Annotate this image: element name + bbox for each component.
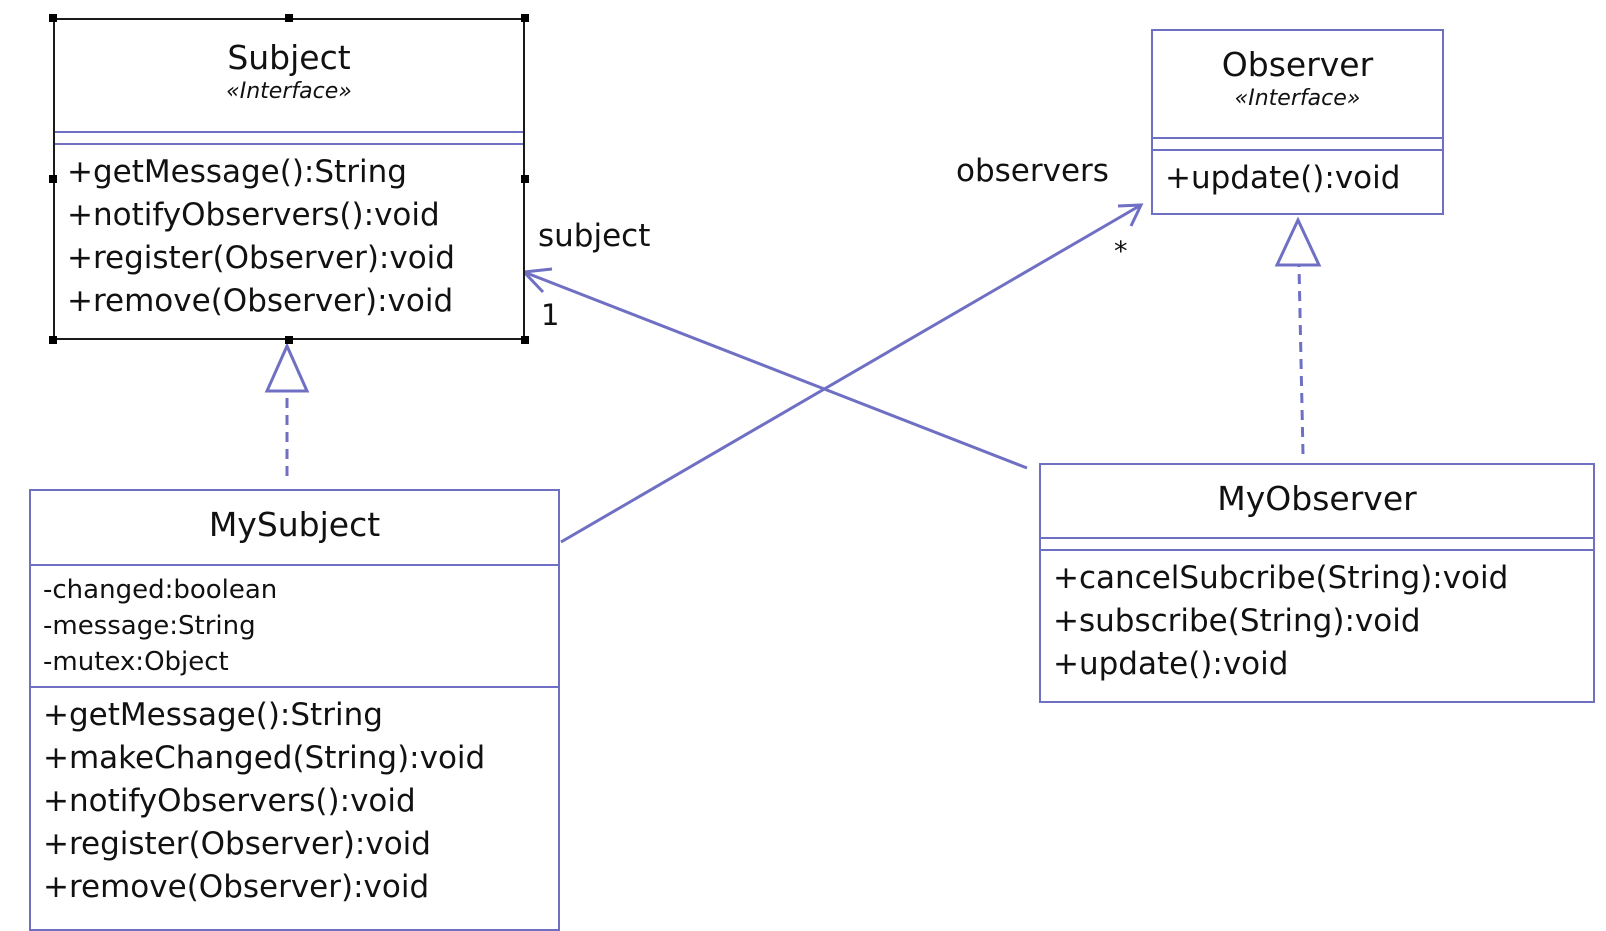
- myobserver-operations-compartment: +cancelSubcribe(String):void +subscribe(…: [1041, 551, 1593, 686]
- attribute: -changed:boolean: [43, 575, 278, 605]
- operation: +register(Observer):void: [43, 826, 431, 862]
- association-subject-role-label: subject: [538, 218, 651, 254]
- realization-mysubject-arrowhead: [264, 342, 310, 393]
- observer-attributes-compartment: [1153, 139, 1442, 151]
- realization-myobserver-line[interactable]: [1297, 265, 1305, 455]
- myobserver-class-header: MyObserver: [1041, 465, 1593, 539]
- class-name: Observer: [1221, 45, 1374, 84]
- class-name: MySubject: [208, 505, 381, 544]
- class-name: Subject: [227, 38, 351, 77]
- mysubject-operations-compartment: +getMessage():String +makeChanged(String…: [31, 688, 558, 909]
- operation: +update():void: [1165, 160, 1401, 196]
- resize-handle-top-center[interactable]: [285, 14, 293, 22]
- operation: +subscribe(String):void: [1053, 603, 1421, 639]
- mysubject-class[interactable]: MySubject -changed:boolean -message:Stri…: [29, 489, 560, 931]
- attribute: -message:String: [43, 611, 256, 641]
- operation: +getMessage():String: [43, 697, 383, 733]
- class-name: MyObserver: [1217, 479, 1417, 518]
- resize-handle-bottom-right[interactable]: [521, 336, 529, 344]
- operation: +getMessage():String: [67, 154, 407, 190]
- resize-handle-top-left[interactable]: [49, 14, 57, 22]
- resize-handle-bottom-center[interactable]: [285, 336, 293, 344]
- association-observers-arrowhead: [1117, 203, 1144, 227]
- realization-myobserver-arrowhead: [1274, 216, 1322, 267]
- operation: +update():void: [1053, 646, 1289, 682]
- association-observers-line[interactable]: [560, 203, 1142, 544]
- class-stereotype: «Interface»: [226, 79, 352, 104]
- association-subject-line[interactable]: [523, 270, 1028, 470]
- attribute: -mutex:Object: [43, 647, 229, 677]
- subject-class[interactable]: Subject «Interface» +getMessage():String…: [53, 18, 525, 340]
- association-observers-multiplicity-label: *: [1114, 236, 1128, 267]
- operation: +cancelSubcribe(String):void: [1053, 560, 1509, 596]
- operation: +remove(Observer):void: [67, 283, 454, 319]
- resize-handle-bottom-left[interactable]: [49, 336, 57, 344]
- observer-operations-compartment: +update():void: [1153, 151, 1442, 200]
- operation: +register(Observer):void: [67, 240, 455, 276]
- myobserver-attributes-compartment: [1041, 539, 1593, 551]
- operation: +notifyObservers():void: [67, 197, 440, 233]
- observer-class[interactable]: Observer «Interface» +update():void: [1151, 29, 1444, 215]
- resize-handle-middle-right[interactable]: [521, 175, 529, 183]
- association-observers-role-label: observers: [956, 153, 1109, 189]
- subject-class-header: Subject «Interface»: [55, 20, 523, 133]
- mysubject-class-header: MySubject: [31, 491, 558, 566]
- association-subject-multiplicity-label: 1: [541, 298, 560, 332]
- operation: +makeChanged(String):void: [43, 740, 486, 776]
- subject-operations-compartment: +getMessage():String +notifyObservers():…: [55, 145, 523, 323]
- class-stereotype: «Interface»: [1234, 86, 1361, 111]
- resize-handle-middle-left[interactable]: [49, 175, 57, 183]
- observer-class-header: Observer «Interface»: [1153, 31, 1442, 139]
- mysubject-attributes-compartment: -changed:boolean -message:String -mutex:…: [31, 566, 558, 688]
- subject-attributes-compartment: [55, 133, 523, 145]
- resize-handle-top-right[interactable]: [521, 14, 529, 22]
- operation: +remove(Observer):void: [43, 869, 430, 905]
- myobserver-class[interactable]: MyObserver +cancelSubcribe(String):void …: [1039, 463, 1595, 703]
- operation: +notifyObservers():void: [43, 783, 416, 819]
